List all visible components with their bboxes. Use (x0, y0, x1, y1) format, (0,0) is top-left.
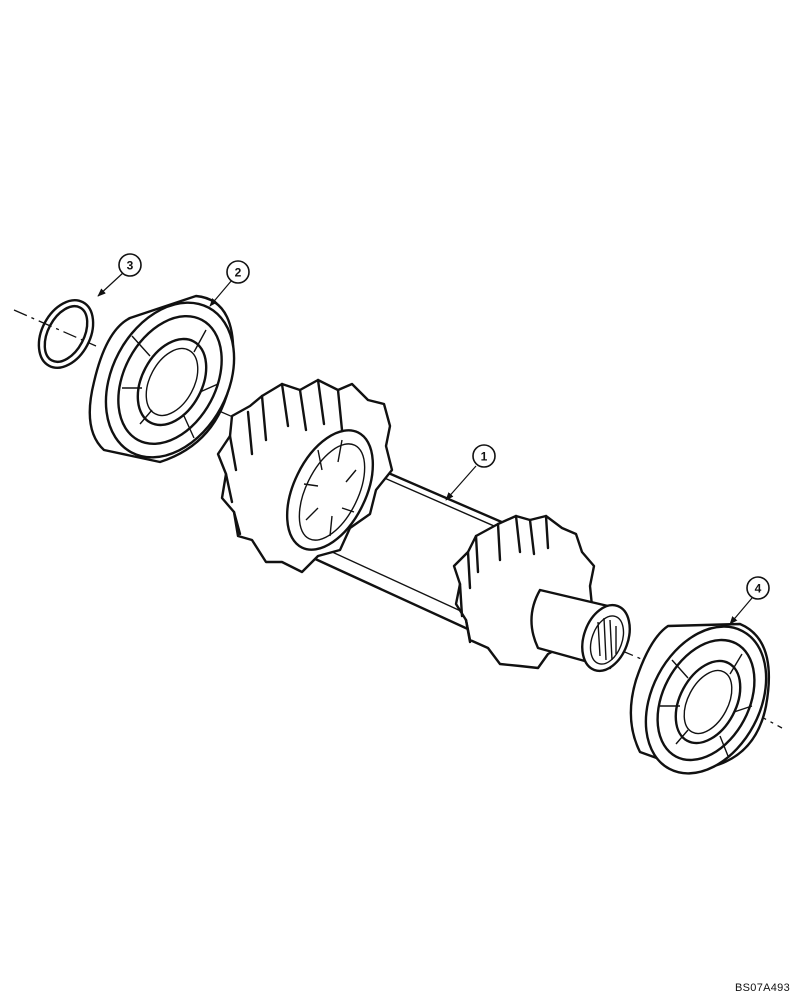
leader-4 (729, 597, 753, 625)
large-gear (216, 378, 394, 574)
leader-3 (97, 271, 125, 297)
snap-ring-part-3 (37, 299, 95, 369)
stub-shaft (530, 588, 631, 673)
bearing-part-2 (88, 294, 236, 464)
callout-2: 2 (226, 260, 250, 284)
leader-2 (209, 279, 233, 307)
svg-text:4: 4 (755, 582, 762, 596)
callout-3: 3 (118, 253, 142, 277)
svg-text:1: 1 (481, 450, 488, 464)
svg-text:3: 3 (127, 259, 134, 273)
callout-4: 4 (746, 576, 770, 600)
leader-1 (445, 465, 477, 501)
gear-shaft-part-1 (216, 378, 631, 673)
svg-text:2: 2 (235, 266, 242, 280)
callout-1: 1 (472, 444, 496, 468)
bearing-part-4 (629, 622, 771, 775)
figure-code: BS07A493 (735, 982, 790, 994)
